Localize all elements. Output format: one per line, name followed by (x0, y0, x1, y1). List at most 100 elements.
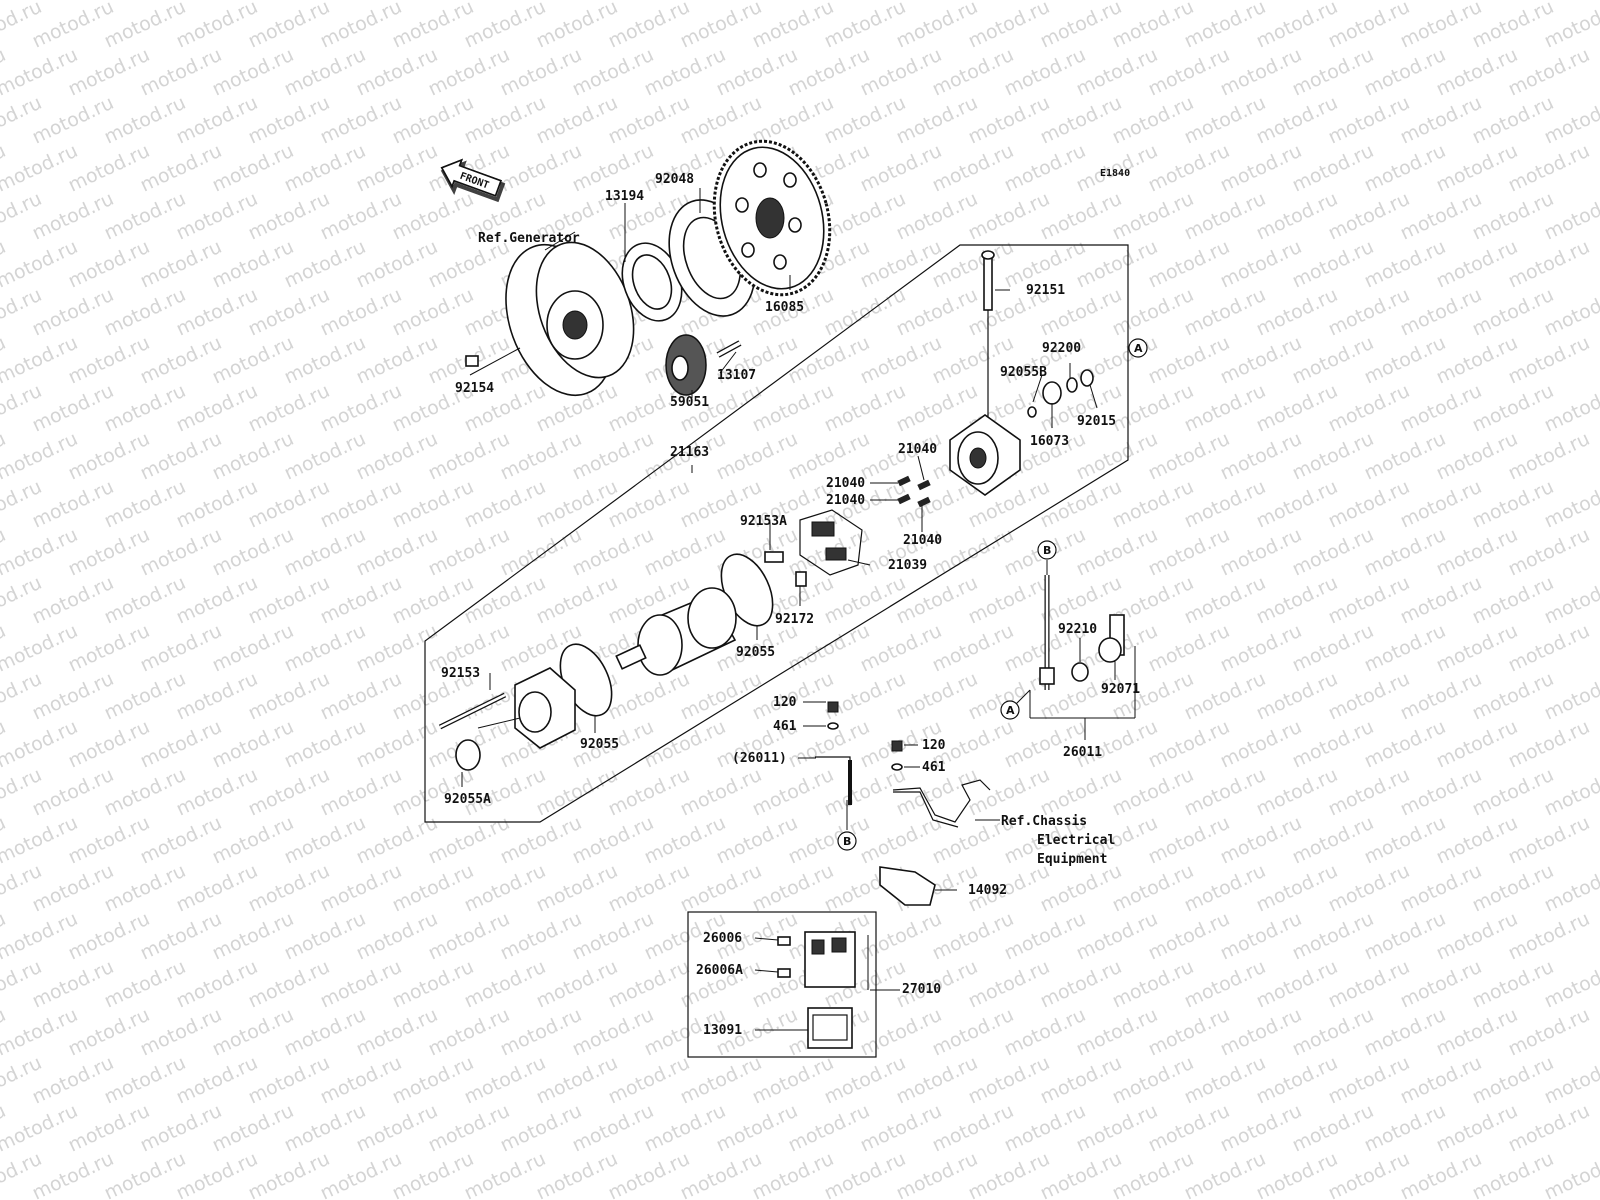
watermark-text: motod.ru (0, 812, 81, 869)
label-92210: 92210 (1058, 622, 1097, 637)
label-461-bottom: 461 (922, 760, 946, 775)
svg-text:B: B (1043, 544, 1051, 557)
watermark-text: motod.ru (0, 716, 81, 773)
marker-b-cable: B (837, 831, 857, 851)
label-92015: 92015 (1077, 414, 1116, 429)
watermark-text: motod.ru (245, 0, 333, 53)
brush-set (897, 475, 931, 508)
label-16073: 16073 (1030, 434, 1069, 449)
watermark-text: motod.ru (1253, 0, 1341, 53)
svg-text:A: A (1006, 704, 1015, 717)
o-ring-92055B (1027, 406, 1037, 418)
watermark-text: motod.ru (0, 524, 81, 581)
armature (615, 587, 737, 676)
starter-cable (891, 740, 991, 828)
idle-gear (665, 334, 707, 396)
label-21163: 21163 (670, 445, 709, 460)
relay-frame (687, 911, 877, 1058)
label-92055B: 92055B (1000, 365, 1047, 380)
relay-cover (879, 866, 936, 906)
watermark-text: motod.ru (533, 0, 621, 53)
label-461-top: 461 (773, 719, 797, 734)
fuse-26006A (777, 968, 791, 978)
screw-92153A (764, 551, 784, 563)
watermark-text: motod.ru (0, 0, 81, 5)
starter-motor-frame (424, 244, 1129, 823)
part-labels: 92048 13194 16085 Ref.Generator 92154 13… (441, 172, 1140, 1038)
svg-text:B: B (843, 835, 851, 848)
bolt-92154 (465, 355, 479, 367)
ground-lead-rod (1039, 575, 1055, 690)
watermark-text: motod.ru (0, 44, 81, 101)
o-ring-92055A (455, 739, 481, 771)
label-21040-bottom: 21040 (903, 533, 942, 548)
label-92071: 92071 (1101, 682, 1140, 697)
label-ref-chassis: Ref.Chassis (1001, 814, 1087, 829)
label-120-top: 120 (773, 695, 797, 710)
label-92172: 92172 (775, 612, 814, 627)
diagram-code: E1840 (1100, 168, 1130, 179)
watermark-text: motod.ru (1469, 0, 1557, 53)
label-92055-lower: 92055 (580, 737, 619, 752)
starter-end-cover (949, 250, 1021, 496)
watermark-text: motod.ru (1037, 0, 1125, 53)
label-92153: 92153 (441, 666, 480, 681)
watermark-text: motod.ru (0, 236, 81, 293)
label-92048: 92048 (655, 172, 694, 187)
nut-92210 (1071, 662, 1089, 682)
nut-16073 (1042, 381, 1062, 405)
label-92151: 92151 (1026, 283, 1065, 298)
label-120-bottom: 120 (922, 738, 946, 753)
watermark-text: motod.ru (461, 0, 549, 53)
battery-cable (815, 701, 852, 805)
generator-rotor (505, 241, 635, 397)
svg-text:A: A (1134, 342, 1143, 355)
label-26006A: 26006A (696, 963, 743, 978)
watermark-text: motod.ru (677, 0, 765, 53)
watermark-text: motod.ru (0, 908, 81, 965)
watermark-text: motod.ru (1397, 0, 1485, 53)
marker-b-rod: B (1037, 540, 1057, 560)
label-26011-paren: (26011) (732, 751, 787, 766)
watermark-text: motod.ru (173, 0, 261, 53)
label-92200: 92200 (1042, 341, 1081, 356)
watermark-text: motod.ru (0, 1004, 81, 1061)
label-59051: 59051 (670, 395, 709, 410)
brush-holder (799, 509, 863, 576)
label-26011: 26011 (1063, 745, 1102, 760)
label-equipment: Equipment (1037, 852, 1107, 867)
front-arrow-icon: FRONT (440, 158, 506, 203)
relay-boot (807, 1007, 853, 1049)
label-21040-top: 21040 (898, 442, 937, 457)
washer-92200 (1066, 377, 1078, 393)
label-14092: 14092 (968, 883, 1007, 898)
watermark-text: motod.ru (29, 0, 117, 53)
label-16085: 16085 (765, 300, 804, 315)
marker-a-top: A (1128, 338, 1148, 358)
label-13091: 13091 (703, 1023, 742, 1038)
label-92055A: 92055A (444, 792, 491, 807)
label-13107: 13107 (717, 368, 756, 383)
fuse-26006 (777, 936, 791, 946)
label-21040-mid2: 21040 (826, 493, 865, 508)
watermark-text: motod.ru (1109, 0, 1197, 53)
watermark-text: motod.ru (0, 620, 81, 677)
watermark-text: motod.ru (893, 0, 981, 53)
watermark-text: motod.ru (317, 0, 405, 53)
nut-92015 (1080, 369, 1094, 387)
watermark-text: motod.ru (965, 0, 1053, 53)
starter-gear (712, 139, 832, 297)
watermark-text: motod.ru (749, 0, 837, 53)
label-electrical: Electrical (1037, 833, 1115, 848)
watermark-text: motod.ru (1181, 0, 1269, 53)
watermark-text: motod.ru (1325, 0, 1413, 53)
watermark-text: motod.ru (0, 428, 81, 485)
starter-relay (804, 931, 856, 988)
label-21039: 21039 (888, 558, 927, 573)
label-27010: 27010 (902, 982, 941, 997)
watermark-text: motod.ru (821, 0, 909, 53)
watermark-text: motod.ru (101, 0, 189, 53)
label-92153A: 92153A (740, 514, 787, 529)
